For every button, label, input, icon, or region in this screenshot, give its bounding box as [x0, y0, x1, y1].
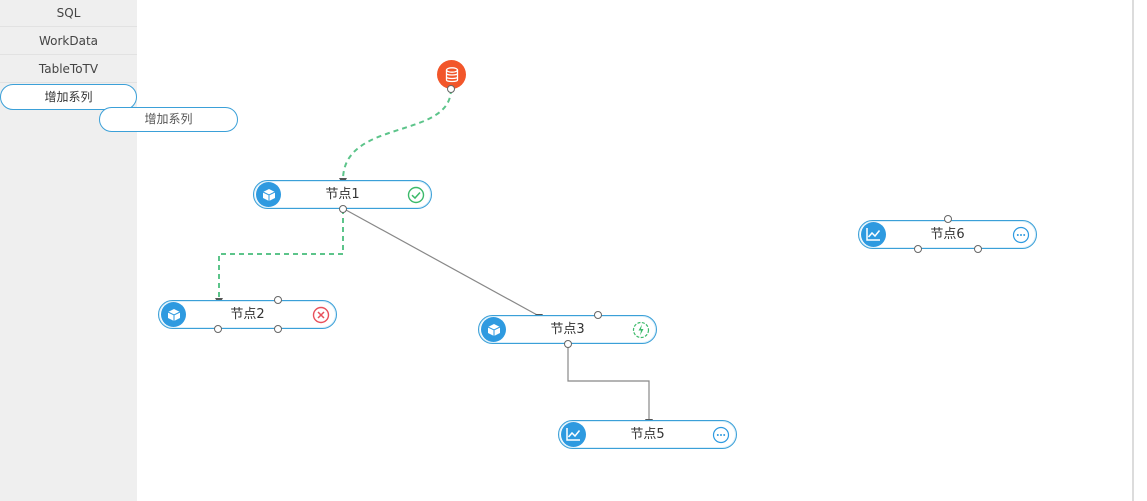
- sidebar-item-workdata[interactable]: WorkData: [0, 28, 137, 55]
- cube-icon: [256, 182, 281, 207]
- input-port[interactable]: [274, 296, 282, 304]
- flow-node-1[interactable]: 节点1: [253, 180, 432, 209]
- close-circle-icon: [312, 306, 330, 324]
- data-source-node[interactable]: [437, 60, 466, 89]
- cube-icon: [161, 302, 186, 327]
- output-port[interactable]: [339, 205, 347, 213]
- check-circle-icon: [407, 186, 425, 204]
- output-port[interactable]: [564, 340, 572, 348]
- edge-node1-to-node2[interactable]: [218, 209, 344, 300]
- database-icon: [445, 66, 458, 82]
- drag-preview-add-series[interactable]: 增加系列: [99, 107, 238, 132]
- sidebar-item-add-series[interactable]: 增加系列: [0, 84, 137, 110]
- output-port[interactable]: [447, 85, 455, 93]
- ellipsis-circle-icon: [1012, 226, 1030, 244]
- line-chart-icon: [561, 422, 586, 447]
- flow-node-2[interactable]: 节点2: [158, 300, 337, 329]
- component-sidebar: SQL WorkData TableToTV 增加系列: [0, 0, 137, 501]
- node-label: 节点1: [325, 187, 360, 202]
- output-port[interactable]: [974, 245, 982, 253]
- node-label: 节点6: [930, 227, 965, 242]
- lightning-circle-icon: [632, 321, 650, 339]
- flow-node-5[interactable]: 节点5: [558, 420, 737, 449]
- cube-icon: [481, 317, 506, 342]
- node-label: 节点2: [230, 307, 265, 322]
- edge-node3-to-node5[interactable]: [567, 344, 650, 421]
- input-port[interactable]: [594, 311, 602, 319]
- flow-node-3[interactable]: 节点3: [478, 315, 657, 344]
- ellipsis-circle-icon: [712, 426, 730, 444]
- sidebar-item-tabletotv[interactable]: TableToTV: [0, 56, 137, 83]
- node-label: 节点3: [550, 322, 585, 337]
- flow-node-6[interactable]: 节点6: [858, 220, 1037, 249]
- edge-source-to-node1[interactable]: [342, 88, 452, 181]
- vertical-scrollbar[interactable]: [1132, 0, 1134, 501]
- edge-node1-to-node3[interactable]: [345, 209, 540, 317]
- sidebar-item-sql[interactable]: SQL: [0, 0, 137, 27]
- input-port[interactable]: [944, 215, 952, 223]
- node-label: 节点5: [630, 427, 665, 442]
- line-chart-icon: [861, 222, 886, 247]
- output-port[interactable]: [914, 245, 922, 253]
- output-port[interactable]: [214, 325, 222, 333]
- output-port[interactable]: [274, 325, 282, 333]
